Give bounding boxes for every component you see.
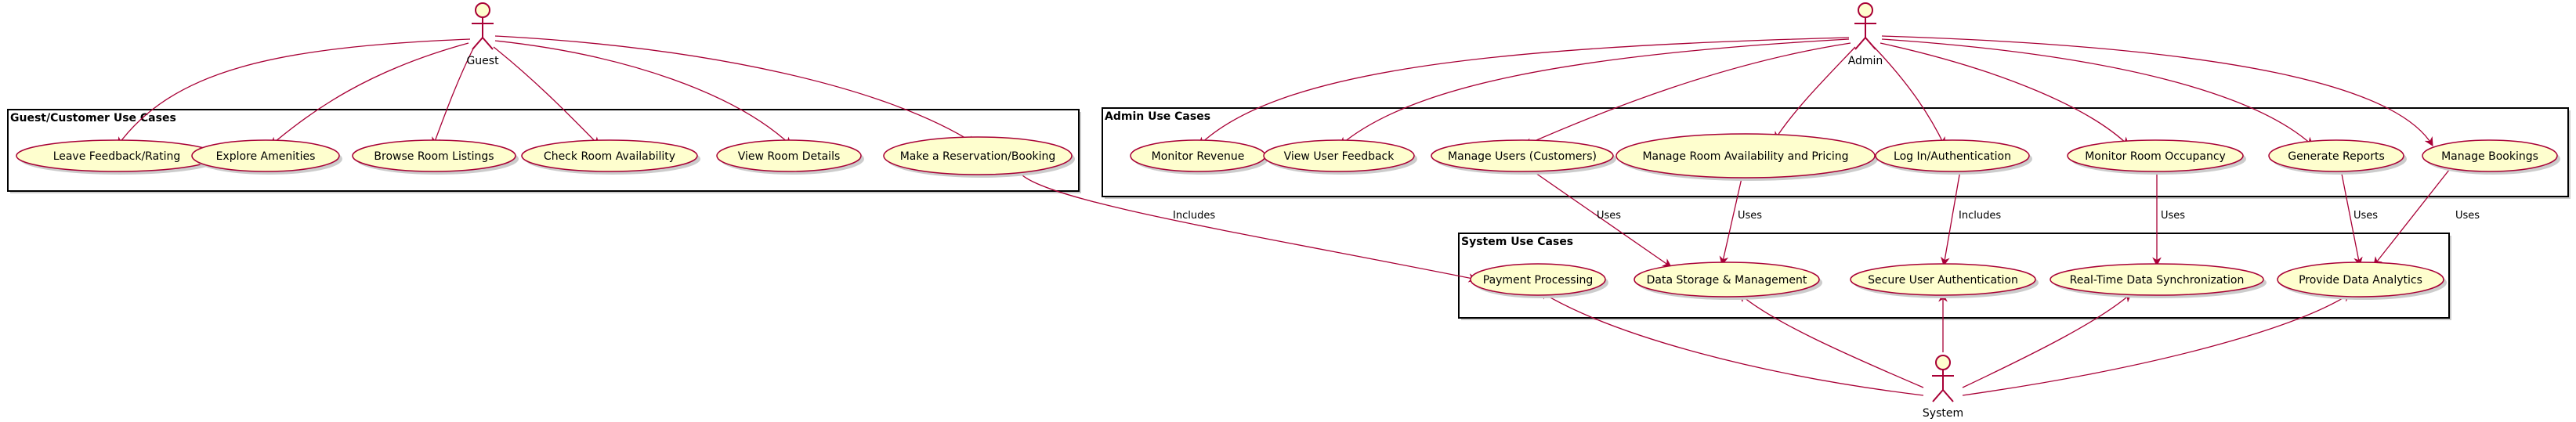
use-case-view-feedback-label: View User Feedback — [1284, 150, 1395, 163]
package-system-title: System Use Cases — [1461, 236, 1573, 248]
edge-label-includes-payment: Includes — [1173, 210, 1215, 222]
use-case-view-room-details: View Room Details — [716, 139, 864, 175]
edge-login-secure-auth — [1941, 165, 1962, 267]
use-case-explore-amenities-label: Explore Amenities — [216, 150, 316, 163]
use-case-secure-auth-label: Secure User Authentication — [1868, 274, 2018, 287]
actor-guest: Guest — [466, 2, 499, 67]
use-case-generate-reports-label: Generate Reports — [2288, 150, 2385, 163]
use-case-monitor-occupancy: Monitor Room Occupancy — [2067, 139, 2246, 175]
use-case-data-analytics-label: Provide Data Analytics — [2299, 274, 2422, 287]
edge-guest-browse-rooms — [432, 46, 475, 147]
edge-reports-analytics — [2339, 165, 2363, 267]
edge-label-includes-login: Includes — [1959, 210, 2001, 222]
edge-admin-generate-reports — [1881, 38, 2314, 146]
use-case-monitor-revenue: Monitor Revenue — [1130, 139, 1268, 175]
use-case-manage-room-pricing: Manage Room Availability and Pricing — [1615, 133, 1878, 181]
use-case-make-reservation-label: Make a Reservation/Booking — [900, 150, 1056, 163]
use-case-manage-bookings-label: Manage Bookings — [2441, 150, 2538, 163]
use-case-view-feedback: View User Feedback — [1263, 139, 1417, 175]
use-case-explore-amenities: Explore Amenities — [191, 139, 342, 175]
use-case-view-room-details-label: View Room Details — [738, 150, 841, 163]
use-case-realtime-sync-label: Real-Time Data Synchronization — [2070, 274, 2245, 287]
package-admin-title: Admin Use Cases — [1105, 110, 1210, 123]
use-case-leave-feedback-label: Leave Feedback/Rating — [53, 150, 181, 163]
actor-admin-label: Admin — [1848, 55, 1883, 67]
edge-system-payment — [1539, 290, 1924, 396]
edge-reservation-payment — [1022, 175, 1478, 283]
package-guest-title: Guest/Customer Use Cases — [10, 112, 176, 124]
edge-guest-check-availability — [493, 46, 600, 146]
edge-label-uses-manage-users: Uses — [1597, 210, 1621, 222]
use-case-login-auth-label: Log In/Authentication — [1894, 150, 2011, 163]
use-case-monitor-occupancy-label: Monitor Room Occupancy — [2085, 150, 2226, 163]
edge-admin-manage-bookings — [1881, 35, 2433, 147]
actor-guest-label: Guest — [466, 55, 499, 67]
use-case-data-analytics: Provide Data Analytics — [2277, 261, 2447, 300]
use-case-manage-users: Manage Users (Customers) — [1431, 139, 1616, 175]
edge-label-uses-bookings: Uses — [2455, 210, 2480, 222]
use-case-data-storage-label: Data Storage & Management — [1647, 274, 1807, 287]
actor-system: System — [1923, 355, 1963, 420]
use-case-manage-bookings: Manage Bookings — [2422, 139, 2560, 175]
edge-admin-monitor-occupancy — [1880, 42, 2129, 146]
edge-guest-leave-feedback — [117, 38, 471, 146]
edge-system-data-storage — [1738, 293, 1924, 388]
use-case-make-reservation: Make a Reservation/Booking — [883, 136, 1075, 178]
use-case-manage-users-label: Manage Users (Customers) — [1448, 150, 1597, 163]
edge-admin-manage-pricing — [1774, 46, 1856, 141]
edge-system-analytics — [1962, 293, 2351, 396]
use-case-manage-room-pricing-label: Manage Room Availability and Pricing — [1642, 150, 1848, 163]
edge-system-realtime — [1962, 293, 2132, 388]
edge-label-uses-reports: Uses — [2353, 210, 2378, 222]
edge-manage-users-data-storage — [1525, 165, 1672, 268]
use-case-secure-auth: Secure User Authentication — [1850, 263, 2039, 298]
edge-guest-explore-amenities — [270, 42, 469, 146]
use-case-data-storage: Data Storage & Management — [1634, 261, 1822, 300]
use-case-browse-rooms: Browse Room Listings — [352, 139, 519, 175]
use-case-payment-processing: Payment Processing — [1470, 263, 1608, 298]
actor-admin-icon — [1854, 2, 1876, 50]
use-case-login-auth: Log In/Authentication — [1875, 139, 2032, 175]
edge-label-uses-occupancy: Uses — [2161, 210, 2185, 222]
use-case-payment-processing-label: Payment Processing — [1483, 274, 1594, 287]
use-case-check-availability: Check Room Availability — [521, 139, 700, 175]
use-case-browse-rooms-label: Browse Room Listings — [374, 150, 494, 163]
actor-system-label: System — [1923, 407, 1963, 420]
edge-admin-login — [1873, 46, 1945, 147]
use-case-leave-feedback: Leave Feedback/Rating — [16, 139, 220, 175]
edge-label-uses-manage-pricing: Uses — [1738, 210, 1762, 222]
edge-admin-monitor-revenue — [1198, 37, 1850, 146]
actor-guest-icon — [472, 2, 494, 50]
use-case-generate-reports: Generate Reports — [2268, 139, 2407, 175]
edge-admin-view-feedback — [1339, 38, 1850, 146]
use-case-realtime-sync: Real-Time Data Synchronization — [2050, 263, 2267, 298]
edge-manage-pricing-data-storage — [1719, 171, 1744, 266]
edge-labels: Includes Uses Uses Includes Uses Uses Us… — [1173, 210, 2480, 222]
use-case-check-availability-label: Check Room Availability — [544, 150, 675, 163]
edge-guest-make-reservation — [494, 35, 976, 145]
actor-admin: Admin — [1848, 2, 1883, 67]
edge-admin-manage-users — [1522, 42, 1851, 147]
actor-system-icon — [1932, 355, 1954, 402]
edge-guest-view-details — [494, 40, 792, 146]
edges — [117, 35, 2453, 396]
edge-bookings-analytics — [2373, 165, 2453, 266]
use-case-monitor-revenue-label: Monitor Revenue — [1152, 150, 1245, 163]
use-cases: Leave Feedback/Rating Explore Amenities … — [16, 133, 2560, 300]
